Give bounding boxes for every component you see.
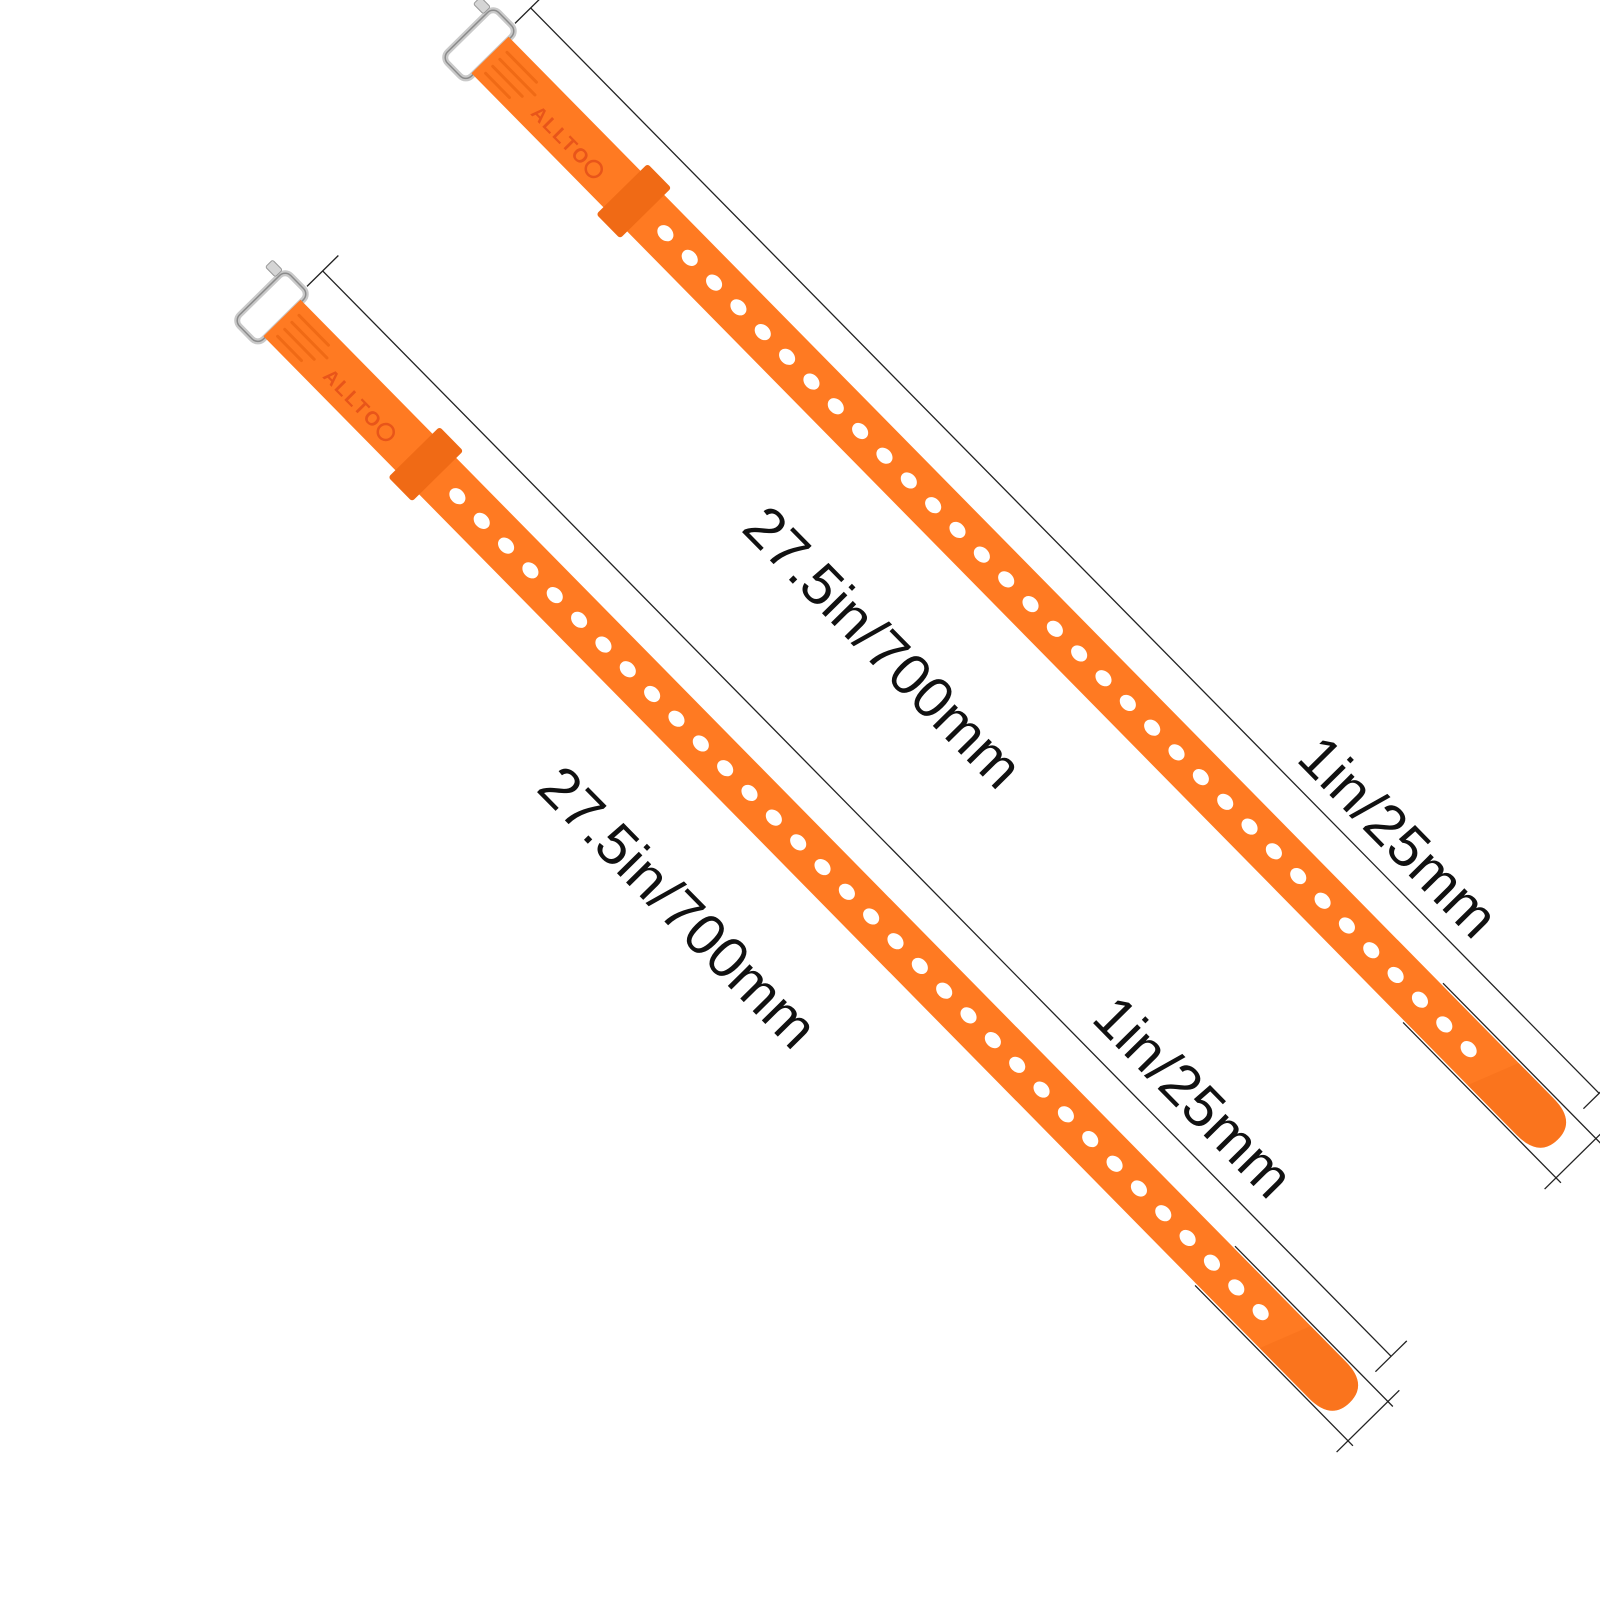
- strap-hole: [925, 497, 942, 514]
- strap-hole: [1046, 620, 1063, 637]
- strap-hole: [863, 908, 880, 925]
- strap-hole: [644, 685, 661, 703]
- strap-hole: [1106, 1155, 1123, 1172]
- strap-hole: [754, 323, 771, 341]
- strap-hole: [619, 661, 636, 678]
- strap-hole: [900, 472, 917, 489]
- strap-hole: [911, 957, 928, 975]
- strap-upper: ALLTO: [442, 0, 1600, 1190]
- strap-hole: [473, 512, 490, 529]
- strap-hole: [1265, 843, 1282, 860]
- bike-icon: [584, 159, 604, 179]
- strap-hole: [595, 636, 612, 653]
- strap-tip: [1467, 1062, 1567, 1148]
- strap-hole: [779, 348, 796, 365]
- strap-hole: [814, 859, 831, 876]
- strap-tip: [1259, 1325, 1359, 1411]
- strap-hole: [827, 398, 844, 415]
- strap-hole: [1290, 867, 1307, 885]
- strap-hole: [717, 760, 734, 777]
- strap-hole: [1203, 1254, 1220, 1271]
- strap-hole: [998, 571, 1015, 588]
- grip-ridges: [484, 50, 538, 100]
- strap-holes: [449, 488, 1269, 1321]
- strap-hole: [1387, 966, 1404, 984]
- strap-hole: [1228, 1279, 1245, 1296]
- strap-hole: [657, 225, 674, 242]
- strap-hole: [1057, 1106, 1074, 1123]
- strap-hole: [1119, 694, 1136, 712]
- length-dimension-line: [514, 0, 1600, 1110]
- strap-hole: [1071, 645, 1088, 662]
- strap-hole: [1241, 818, 1258, 835]
- keeper-loop: [389, 427, 463, 501]
- strap-hole: [803, 373, 820, 390]
- strap-hole: [1144, 719, 1161, 736]
- strap-hole: [1095, 670, 1112, 687]
- strap-hole: [546, 586, 563, 604]
- strap-hole: [1217, 793, 1234, 810]
- strap-holes: [657, 225, 1477, 1058]
- strap-hole: [876, 447, 893, 464]
- strap-hole: [571, 611, 588, 628]
- strap-hole: [1363, 942, 1380, 959]
- length-dimension-line: [306, 255, 1408, 1373]
- strap-hole: [692, 735, 709, 752]
- strap-hole: [498, 537, 515, 554]
- strap-hole: [887, 933, 904, 950]
- strap-hole: [936, 982, 953, 999]
- strap-hole: [960, 1007, 977, 1024]
- strap-hole: [1033, 1081, 1050, 1098]
- strap-hole: [1130, 1180, 1147, 1197]
- strap-hole: [838, 883, 855, 900]
- strap-hole: [790, 834, 807, 851]
- keeper-loop: [597, 164, 671, 238]
- strap-hole: [1168, 744, 1185, 761]
- strap-hole: [949, 521, 966, 538]
- strap-hole: [1022, 596, 1039, 613]
- strap-hole: [1460, 1041, 1477, 1058]
- strap-hole: [1314, 892, 1331, 909]
- strap-lower: ALLTO: [234, 255, 1408, 1453]
- width-dimension-line: [1402, 982, 1600, 1190]
- strap-hole: [1009, 1056, 1026, 1073]
- strap-hole: [1179, 1229, 1196, 1247]
- strap-hole: [973, 546, 990, 563]
- strap-hole: [1082, 1130, 1099, 1148]
- strap-hole: [449, 488, 466, 505]
- strap-hole: [741, 784, 758, 801]
- strap-hole: [1192, 769, 1209, 786]
- strap-hole: [681, 249, 698, 266]
- strap-hole: [1338, 917, 1355, 934]
- strap-hole: [1436, 1016, 1453, 1033]
- strap-hole: [706, 274, 723, 291]
- strap-hole: [852, 422, 869, 440]
- strap-hole: [765, 809, 782, 826]
- strap-hole: [1252, 1304, 1269, 1321]
- strap-hole: [1411, 991, 1428, 1008]
- strap-hole: [730, 299, 747, 316]
- strap-hole: [1155, 1205, 1172, 1222]
- strap-hole: [522, 562, 539, 579]
- bike-icon: [376, 422, 396, 442]
- grip-ridges: [276, 313, 330, 363]
- strap-hole: [984, 1032, 1001, 1049]
- width-dimension-line: [1194, 1245, 1400, 1453]
- strap-hole: [668, 710, 685, 727]
